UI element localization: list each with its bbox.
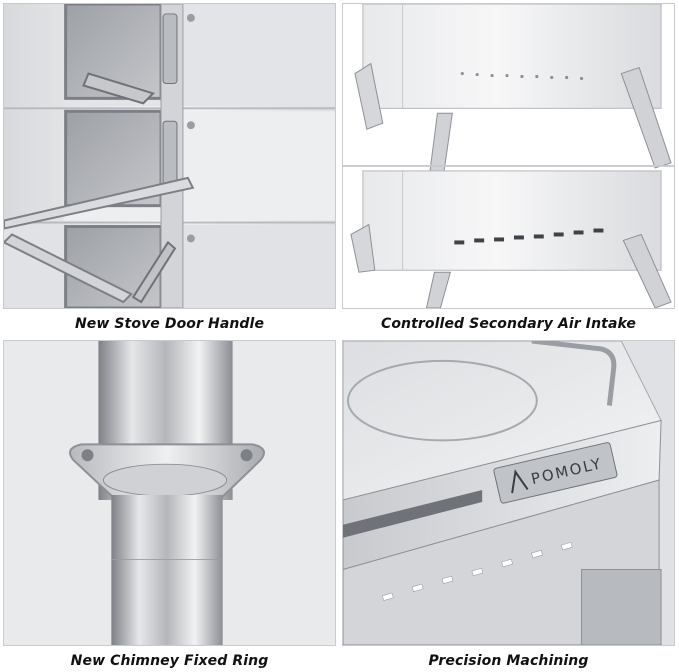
caption-secondary-air-intake: Controlled Secondary Air Intake xyxy=(380,316,637,332)
caption-chimney-fixed-ring: New Chimney Fixed Ring xyxy=(70,653,269,669)
caption-stove-door-handle: New Stove Door Handle xyxy=(74,316,265,332)
chimney-fixed-ring-photo xyxy=(3,340,336,646)
precision-machining-photo: POMOLY xyxy=(342,340,675,646)
secondary-air-intake-photo xyxy=(342,3,675,309)
caption-precision-machining: Precision Machining xyxy=(428,653,589,669)
stove-door-handle-photo xyxy=(3,3,336,309)
